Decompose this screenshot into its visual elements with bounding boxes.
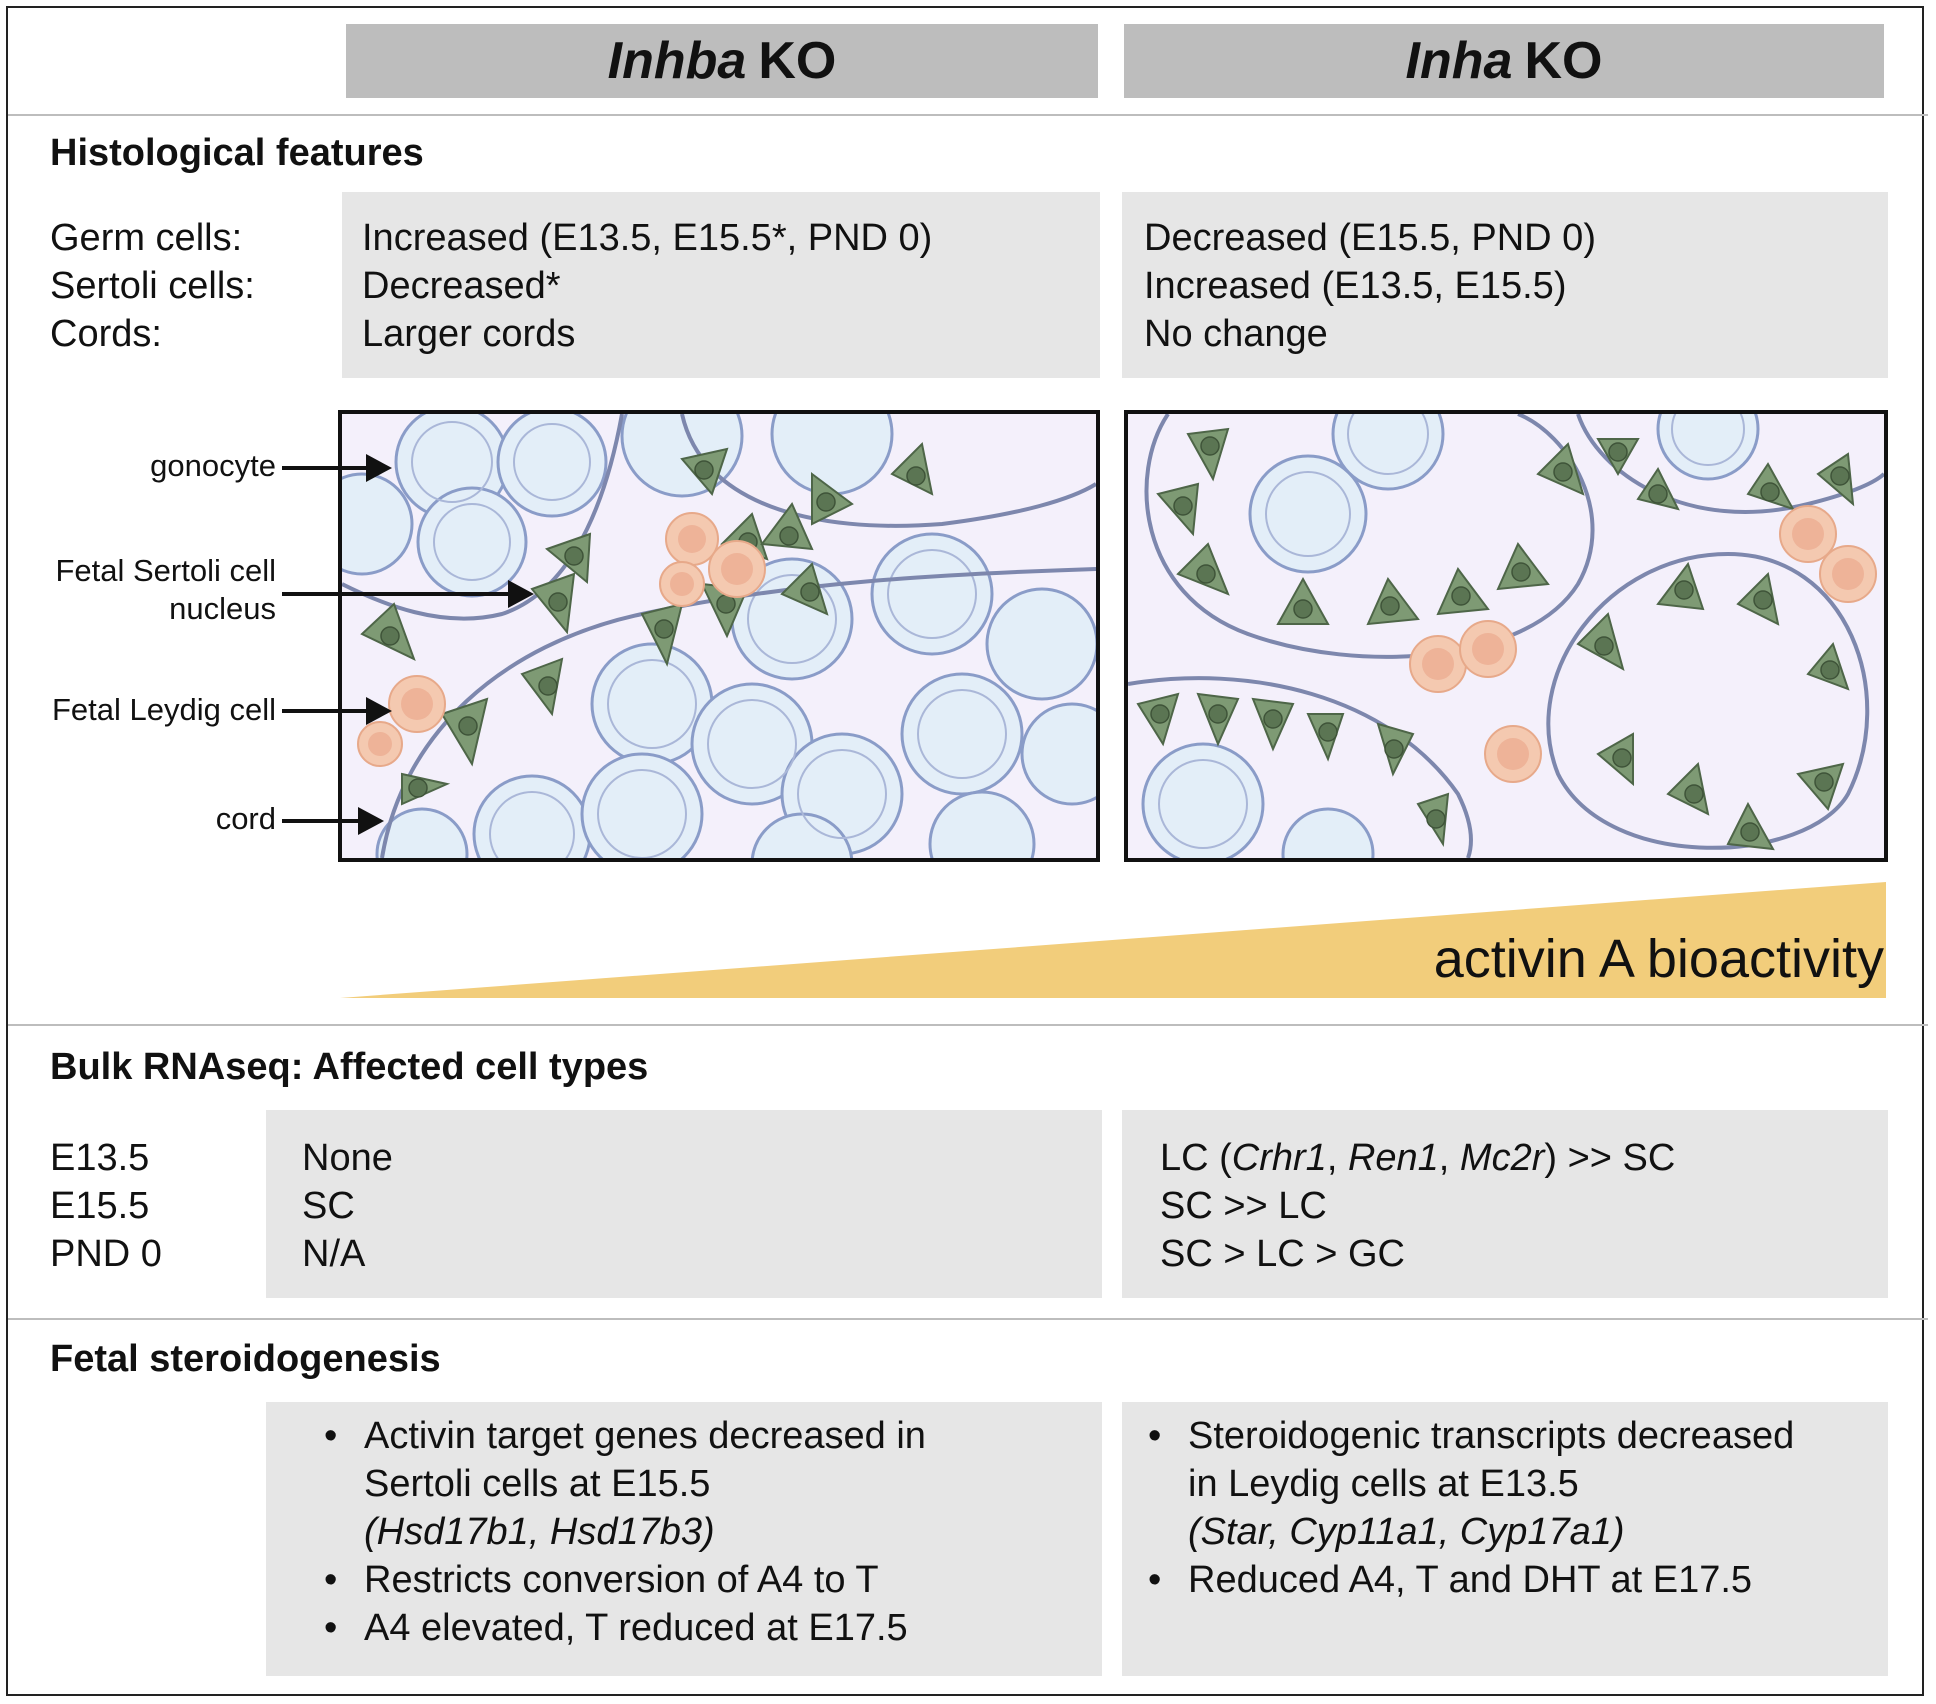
rnaseq-left-box	[266, 1110, 1102, 1298]
separator-middle	[8, 1024, 1928, 1026]
steroid-left-bullet-3: A4 elevated, T reduced at E17.5	[318, 1604, 1098, 1652]
gonocyte	[342, 472, 414, 576]
row-label-germ: Germ cells:	[50, 217, 243, 259]
rnaseq-row-labels: E13.5 E15.5 PND 0	[50, 1134, 162, 1278]
sertoli-nuclei	[1150, 436, 1850, 842]
row-label-cords: Cords:	[50, 313, 162, 355]
histology-row-labels: Germ cells: Sertoli cells: Cords:	[50, 214, 255, 358]
left-cords-value: Larger cords	[362, 313, 576, 355]
inha-ko-histology-panel	[1124, 410, 1888, 862]
gonocyte	[1331, 414, 1445, 491]
gonocyte	[928, 790, 1036, 858]
gonocyte	[1020, 702, 1096, 806]
right-germ-value: Decreased (E15.5, PND 0)	[1144, 217, 1596, 259]
gonocytes	[1141, 414, 1760, 858]
header-inhba-ko: Inhba KO	[346, 24, 1098, 98]
steroid-left-bullet-2: Restricts conversion of A4 to T	[318, 1556, 1098, 1604]
gonocyte	[496, 414, 608, 518]
sertoli-nuclei	[380, 460, 926, 798]
inha-ko-histology-drawing	[1128, 414, 1884, 858]
activin-gradient-wedge	[340, 882, 1886, 998]
steroid-left-list: Activin target genes decreased in Sertol…	[318, 1412, 1098, 1652]
rnaseq-left-e13: None	[302, 1137, 393, 1179]
gonocyte	[900, 672, 1024, 796]
label-fetal-sertoli-line1: Fetal Sertoli cell	[55, 553, 276, 588]
header-left-suffix: KO	[758, 32, 837, 90]
figure-frame	[6, 6, 1924, 1696]
leydig-cells	[357, 512, 766, 767]
rnaseq-right-box	[1122, 1110, 1888, 1298]
label-fetal-sertoli-line2: nucleus	[169, 591, 276, 626]
activin-bioactivity-label: activin A bioactivity	[1433, 929, 1884, 989]
rnaseq-right-e15: SC >> LC	[1160, 1185, 1327, 1227]
histology-left-box	[342, 192, 1100, 378]
gonocyte	[580, 752, 704, 858]
histology-right-box	[1122, 192, 1888, 378]
rnaseq-right-values: LC (Crhr1, Ren1, Mc2r) >> SC SC >> LC SC…	[1160, 1134, 1675, 1278]
row-label-sertoli: Sertoli cells:	[50, 265, 255, 307]
rnaseq-title: Bulk RNAseq: Affected cell types	[50, 1046, 649, 1088]
leydig-nuclei	[1422, 518, 1864, 770]
left-sertoli-value: Decreased*	[362, 265, 561, 307]
inhba-ko-histology-drawing	[342, 414, 1096, 858]
cord	[1576, 414, 1884, 514]
gonocyte	[770, 414, 894, 496]
rnaseq-left-values: None SC N/A	[302, 1134, 393, 1278]
left-germ-value: Increased (E13.5, E15.5*, PND 0)	[362, 217, 933, 259]
cord	[1546, 551, 1870, 850]
right-cords-value: No change	[1144, 313, 1328, 355]
leydig-cells	[1409, 505, 1877, 783]
header-right-gene: Inha	[1405, 32, 1513, 90]
rnaseq-left-pnd0: N/A	[302, 1233, 366, 1275]
leydig-nuclei	[368, 525, 753, 756]
header-inha-ko: Inha KO	[1124, 24, 1884, 98]
steroid-title: Fetal steroidogenesis	[50, 1338, 441, 1380]
rnaseq-label-e15: E15.5	[50, 1185, 150, 1227]
arrow-gonocyte	[282, 454, 392, 482]
rnaseq-right-pnd0: SC > LC > GC	[1160, 1233, 1405, 1275]
gonocyte-inner-rings	[411, 421, 1007, 858]
gonocyte	[870, 532, 994, 656]
gonocyte	[1656, 414, 1760, 481]
cord	[342, 414, 624, 621]
rnaseq-label-e13: E13.5	[50, 1137, 150, 1179]
header-right-suffix: KO	[1524, 32, 1603, 90]
steroid-right-list: Steroidogenic transcripts decreased in L…	[1142, 1412, 1882, 1604]
separator-top	[8, 114, 1928, 116]
steroid-right-bullet-1: Steroidogenic transcripts decreased in L…	[1142, 1412, 1882, 1556]
rnaseq-right-e13: LC (Crhr1, Ren1, Mc2r) >> SC	[1160, 1137, 1676, 1179]
arrow-leydig	[282, 697, 392, 725]
gonocyte	[375, 807, 469, 858]
inhba-ko-histology-panel	[338, 410, 1100, 862]
right-sertoli-value: Increased (E13.5, E15.5)	[1144, 265, 1567, 307]
histology-left-values: Increased (E13.5, E15.5*, PND 0) Decreas…	[362, 214, 932, 358]
label-gonocyte: gonocyte	[150, 448, 276, 483]
gonocyte	[1141, 742, 1265, 858]
gonocyte	[1281, 807, 1375, 858]
arrow-cord	[282, 807, 384, 835]
gonocytes	[342, 414, 1096, 858]
header-left-gene: Inhba	[607, 32, 747, 90]
steroid-left-bullet-1: Activin target genes decreased in Sertol…	[318, 1412, 1098, 1556]
rnaseq-label-pnd0: PND 0	[50, 1233, 162, 1275]
label-fetal-leydig: Fetal Leydig cell	[51, 692, 276, 727]
arrow-sertoli	[282, 580, 534, 608]
gonocyte	[985, 587, 1096, 701]
label-cord: cord	[215, 801, 276, 836]
histology-title: Histological features	[50, 132, 424, 174]
steroid-right-bullet-2: Reduced A4, T and DHT at E17.5	[1142, 1556, 1882, 1604]
gonocyte-inner-rings	[1158, 414, 1745, 849]
histology-right-values: Decreased (E15.5, PND 0) Increased (E13.…	[1144, 214, 1596, 358]
separator-lower	[8, 1318, 1928, 1320]
rnaseq-left-e15: SC	[302, 1185, 355, 1227]
